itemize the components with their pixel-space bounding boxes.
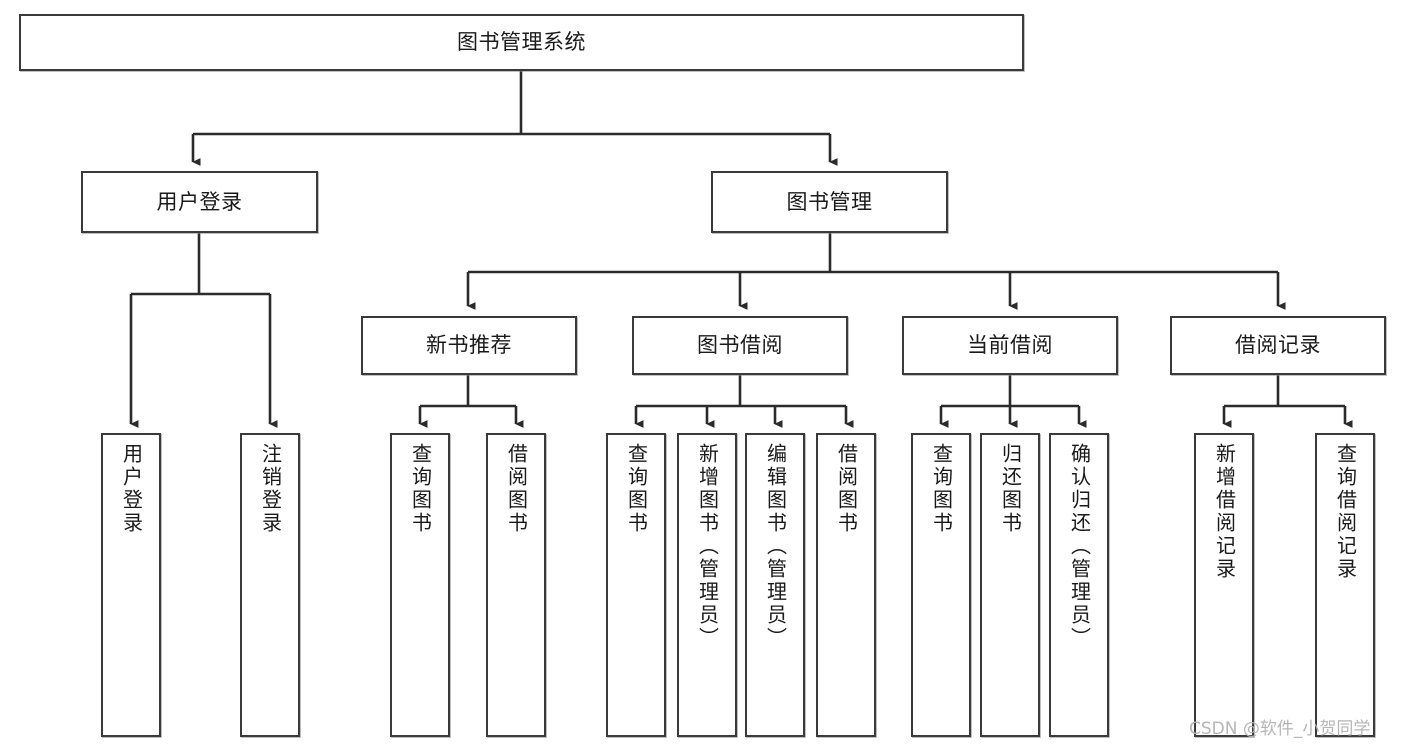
node-label: 图书管理系统 — [457, 30, 586, 55]
leaf-borrow-add-book[interactable]: 新增图书（管理员） — [677, 433, 737, 737]
node-label: 新增图书（管理员） — [695, 443, 720, 650]
node-current-borrow[interactable]: 当前借阅 — [902, 316, 1118, 375]
leaf-current-confirm-return[interactable]: 确认归还（管理员） — [1049, 433, 1109, 737]
leaf-user-login-logout[interactable]: 注销登录 — [240, 433, 300, 737]
node-label: 确认归还（管理员） — [1067, 443, 1092, 650]
node-book-borrow[interactable]: 图书借阅 — [632, 316, 848, 375]
node-borrow-record[interactable]: 借阅记录 — [1170, 316, 1386, 375]
node-label: 注销登录 — [258, 443, 283, 535]
node-label: 新增借阅记录 — [1212, 443, 1237, 581]
node-user-login[interactable]: 用户登录 — [81, 171, 318, 233]
leaf-borrow-query-book[interactable]: 查询图书 — [606, 433, 666, 737]
node-root-system[interactable]: 图书管理系统 — [19, 14, 1024, 71]
node-label: 借阅记录 — [1235, 333, 1321, 358]
node-label: 新书推荐 — [426, 333, 512, 358]
leaf-recommend-borrow-book[interactable]: 借阅图书 — [486, 433, 546, 737]
node-label: 图书借阅 — [697, 333, 783, 358]
leaf-current-query-book[interactable]: 查询图书 — [911, 433, 971, 737]
node-label: 借阅图书 — [504, 443, 529, 535]
node-label: 归还图书 — [998, 443, 1023, 535]
node-label: 查询借阅记录 — [1333, 443, 1358, 581]
leaf-record-query-record[interactable]: 查询借阅记录 — [1315, 433, 1375, 737]
node-book-management[interactable]: 图书管理 — [711, 171, 948, 233]
leaf-borrow-borrow-book[interactable]: 借阅图书 — [816, 433, 876, 737]
node-new-book-recommend[interactable]: 新书推荐 — [361, 316, 577, 375]
watermark-text: CSDN @软件_小贺同学 — [1189, 719, 1371, 739]
node-label: 查询图书 — [624, 443, 649, 535]
leaf-borrow-edit-book[interactable]: 编辑图书（管理员） — [745, 433, 805, 737]
node-label: 借阅图书 — [834, 443, 859, 535]
leaf-user-login-login[interactable]: 用户登录 — [101, 433, 161, 737]
node-label: 用户登录 — [119, 443, 144, 535]
node-label: 当前借阅 — [967, 333, 1053, 358]
leaf-current-return-book[interactable]: 归还图书 — [980, 433, 1040, 737]
node-label: 编辑图书（管理员） — [763, 443, 788, 650]
leaf-recommend-query-book[interactable]: 查询图书 — [390, 433, 450, 737]
node-label: 查询图书 — [408, 443, 433, 535]
leaf-record-add-record[interactable]: 新增借阅记录 — [1194, 433, 1254, 737]
node-label: 图书管理 — [786, 189, 873, 214]
node-label: 查询图书 — [929, 443, 954, 535]
node-label: 用户登录 — [156, 189, 243, 214]
